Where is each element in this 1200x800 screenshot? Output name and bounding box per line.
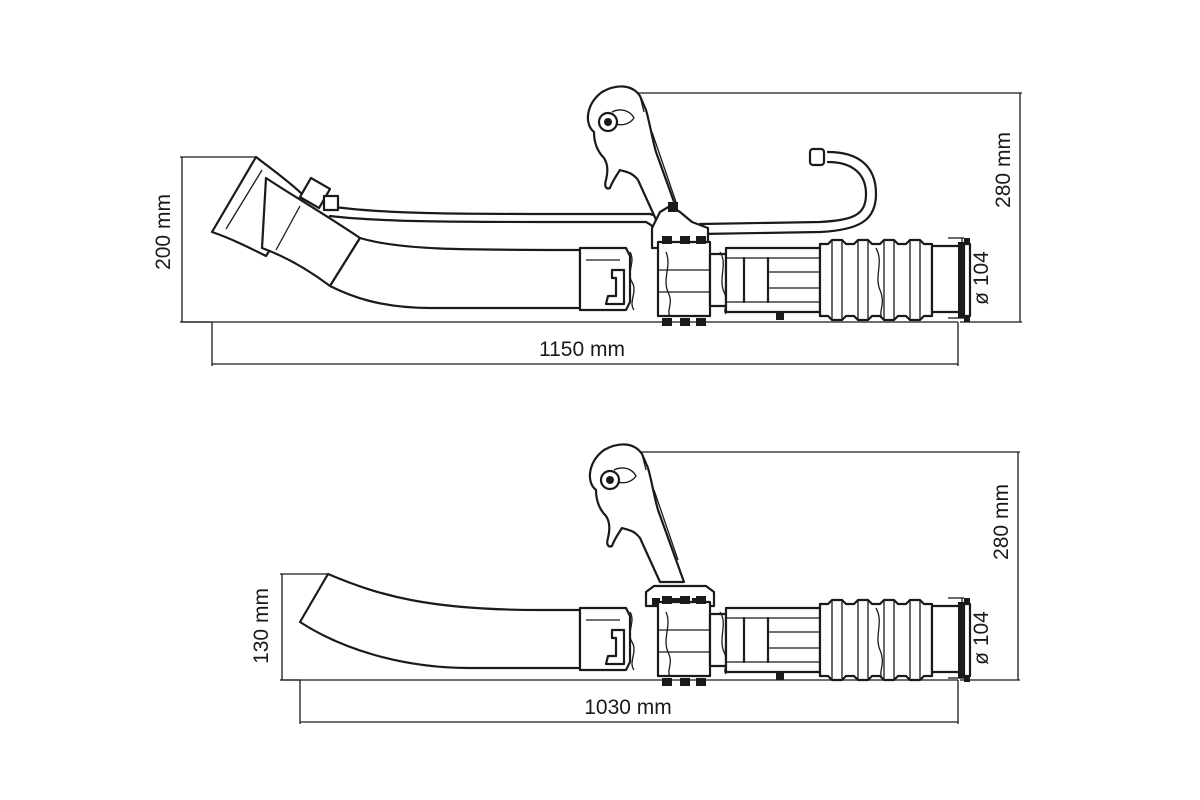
bottom-nozzle: [298, 572, 582, 670]
top-length-dimension: 1150 mm: [211, 322, 959, 366]
top-diameter-label: ø 104: [970, 251, 993, 305]
bottom-length-label: 1030 mm: [584, 696, 672, 719]
top-height-label: 200 mm: [152, 194, 175, 270]
bottom-length-dimension: 1030 mm: [299, 680, 959, 724]
top-nozzle: [210, 155, 362, 288]
top-drawing: 200 mm 280 mm 1150 mm ø 104: [152, 85, 1022, 366]
bottom-height-label: 130 mm: [250, 588, 273, 664]
top-handle: [586, 85, 684, 226]
top-body: [578, 234, 972, 328]
top-total-height-label: 280 mm: [992, 132, 1015, 208]
bottom-total-height-dimension: 280 mm: [632, 451, 1020, 681]
top-total-height-dimension: 280 mm: [632, 92, 1022, 323]
bottom-drawing: 130 mm 280 mm 1030 mm ø 104: [250, 443, 1020, 724]
bottom-diameter-label: ø 104: [970, 611, 993, 665]
top-hose: [298, 147, 878, 238]
bottom-body: [578, 594, 972, 688]
bottom-handle: [588, 443, 686, 584]
top-length-label: 1150 mm: [539, 338, 625, 361]
bottom-total-height-label: 280 mm: [990, 484, 1013, 560]
top-curved-tube: [328, 236, 582, 310]
